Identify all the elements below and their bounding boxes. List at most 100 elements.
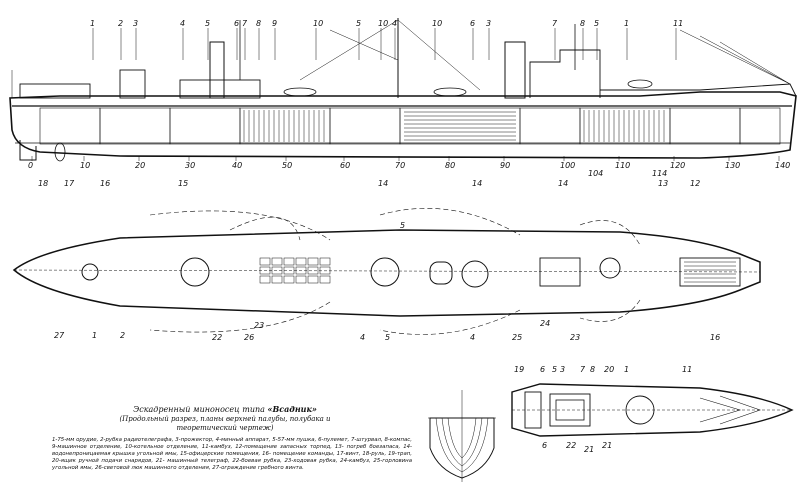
forecastle [600, 83, 797, 97]
frame-number: 80 [445, 161, 455, 170]
frame-number: 20 [135, 161, 145, 170]
rigging [11, 19, 791, 98]
top-callout: 10 [313, 19, 323, 28]
radio-room [119, 69, 146, 99]
top-callout: 6 [470, 19, 475, 28]
plan-callout: 26 [244, 333, 254, 342]
inset-callout: 19 [514, 365, 524, 374]
top-callout: 2 [118, 19, 123, 28]
inset-callout: 21 [602, 441, 612, 450]
inset-callout: 21 [584, 445, 594, 454]
inset-callout: 6 [542, 441, 547, 450]
gun-mount-aft [81, 263, 99, 281]
body-plan [428, 390, 496, 482]
propeller [54, 142, 66, 162]
gun-mount-1 [180, 257, 210, 287]
below-callout: 16 [100, 179, 110, 188]
top-callout: 3 [486, 19, 491, 28]
frame-number: 30 [185, 161, 195, 170]
plan-callout: 16 [710, 333, 720, 342]
top-callout: 10 [432, 19, 442, 28]
inset-anchor-gear-2 [719, 395, 761, 425]
top-callout: 3 [133, 19, 138, 28]
plan-callout: 5 [400, 221, 405, 230]
centerline [13, 269, 761, 273]
inset-callout: 3 [560, 365, 565, 374]
frame-number: 50 [282, 161, 292, 170]
inset-callout: 1 [624, 365, 629, 374]
inset-conning-tower [549, 393, 591, 427]
top-callout: 1 [624, 19, 629, 28]
frame-number: 0 [28, 161, 33, 170]
rudder [19, 140, 37, 161]
frame-number: 130 [725, 161, 740, 170]
frame-number: 70 [395, 161, 405, 170]
frame-number: 10 [80, 161, 90, 170]
frame-ticks [31, 156, 780, 161]
bridge [529, 49, 601, 98]
inset-callout: 6 [540, 365, 545, 374]
caption-title-prefix: Эскадренный миноносец типа [133, 405, 265, 414]
skylight-grid [259, 257, 331, 284]
inset-callout: 7 [580, 365, 586, 374]
gun-mount-2 [370, 257, 400, 287]
plan-callout: 2 [120, 331, 125, 340]
hull-profile [9, 91, 797, 159]
below-callout: 14 [378, 179, 388, 188]
frame-number: 90 [500, 161, 510, 170]
crew-hatch [684, 261, 736, 283]
inset-wheelhouse [555, 399, 585, 421]
compartment-hatching [243, 110, 665, 142]
below-callout: 13 [658, 179, 668, 188]
top-callout: 8 [580, 19, 585, 28]
top-callout: 8 [256, 19, 261, 28]
deck-plan-outline [12, 229, 761, 317]
crew-quarters-plan [679, 257, 741, 287]
bridge-plan [539, 257, 581, 287]
caption-title: Эскадренный миноносец типа «Всадник» [95, 404, 355, 414]
plan-callout: 1 [92, 331, 97, 340]
below-callout: 18 [38, 179, 48, 188]
frame-callout: 104 [588, 169, 603, 178]
torpedo-tube-aft [283, 87, 317, 97]
plan-callout: 25 [512, 333, 522, 342]
top-callout: 11 [673, 19, 683, 28]
funnel-aft [209, 41, 225, 99]
inset-callout: 11 [682, 365, 692, 374]
compartments [39, 107, 781, 145]
torpedo-tube-mid [433, 87, 467, 97]
funnel-fore [504, 41, 526, 99]
plan-callout: 5 [385, 333, 390, 342]
caption-subtitle: (Продольный разрез, планы верхней палубы… [119, 415, 331, 432]
top-callout: 5 [205, 19, 210, 28]
gun-mount-4 [599, 257, 621, 279]
caption-title-name: «Всадник» [267, 404, 317, 414]
below-callout: 14 [558, 179, 568, 188]
top-callout: 5 [356, 19, 361, 28]
top-callout: 5 [594, 19, 599, 28]
inset-callout: 22 [566, 441, 576, 450]
frame-number: 60 [340, 161, 350, 170]
aft-deckhouse [19, 83, 91, 99]
gun-mounts [81, 257, 621, 288]
inset-callout: 5 [552, 365, 557, 374]
gun-fore [627, 79, 653, 89]
plan-callout: 27 [54, 331, 65, 340]
top-callout: 4 [180, 19, 185, 28]
frame-number: 110 [615, 161, 630, 170]
inset-callout: 8 [590, 365, 595, 374]
plan-callout: 23 [254, 321, 264, 330]
top-callout: 7 [552, 19, 558, 28]
frame-callout: 114 [652, 169, 667, 178]
below-callout: 15 [178, 179, 188, 188]
top-callout: 4 [392, 19, 397, 28]
plan-callout: 4 [470, 333, 475, 342]
below-callout: 12 [690, 179, 700, 188]
forecastle-plan [511, 383, 794, 437]
top-callout: 6 [234, 19, 239, 28]
funnel-plan [429, 261, 453, 285]
